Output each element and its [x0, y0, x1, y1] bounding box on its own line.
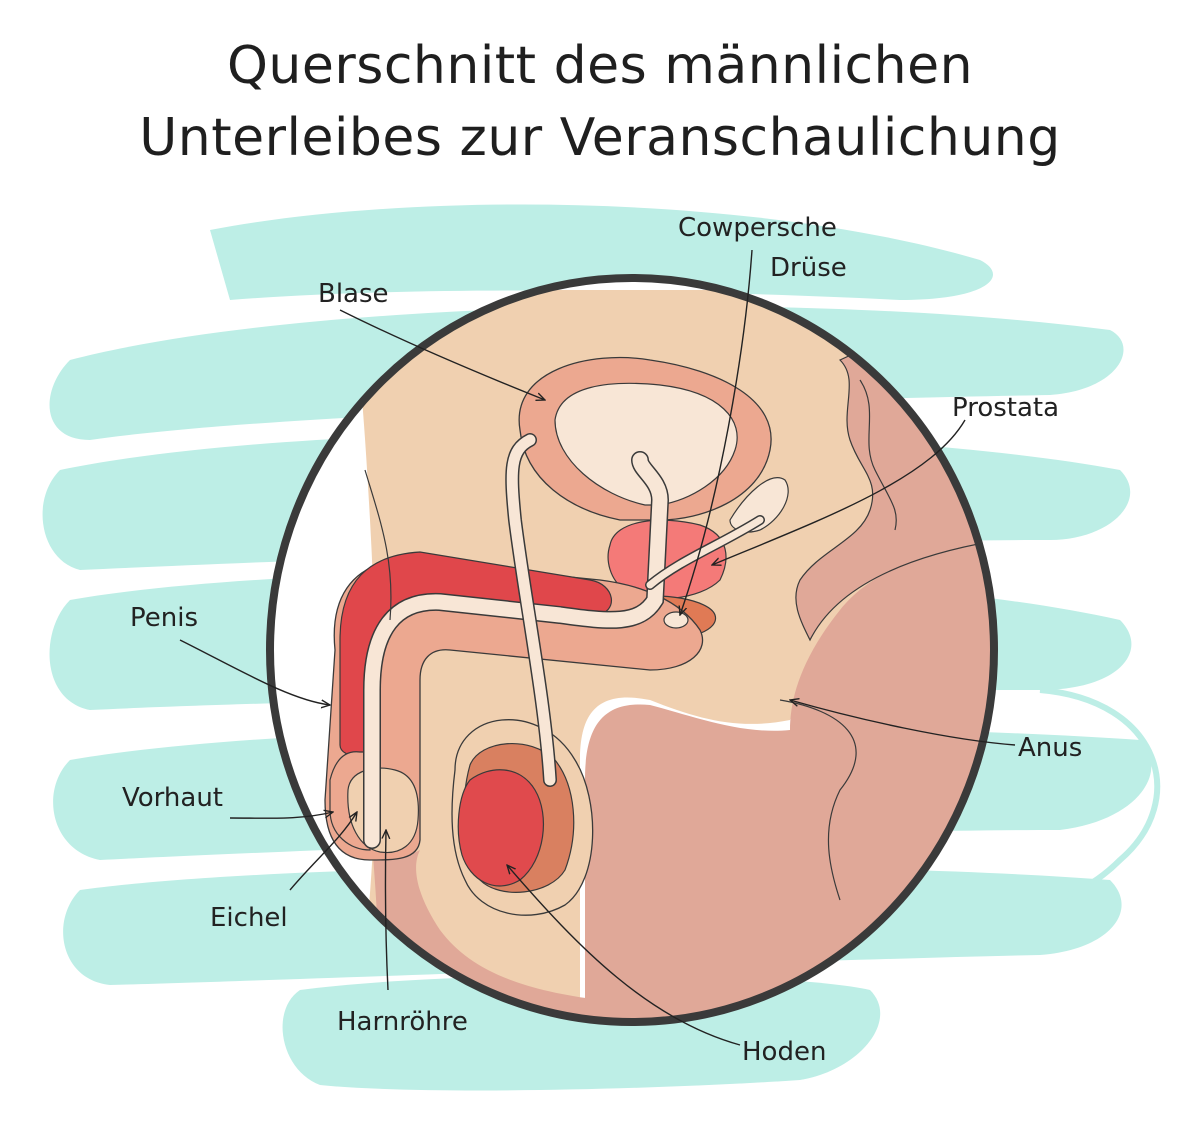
leader-eichel — [289, 812, 357, 891]
urethra — [364, 452, 668, 848]
leader-vorhaut — [229, 812, 333, 819]
label-vorhaut: Vorhaut — [122, 783, 223, 813]
page-title: Querschnitt des männlichen Unterleibes z… — [0, 30, 1200, 174]
title-line-2: Unterleibes zur Veranschaulichung — [139, 108, 1061, 168]
testis — [457, 769, 545, 887]
label-prostata: Prostata — [952, 393, 1059, 423]
label-eichel: Eichel — [210, 903, 288, 933]
title-line-1: Querschnitt des männlichen — [226, 36, 974, 96]
splash-swirl — [1009, 687, 1161, 908]
circle-outline — [266, 274, 998, 1026]
vas-deferens — [506, 434, 556, 786]
label-blase: Blase — [318, 279, 389, 309]
leader-prostata — [712, 419, 966, 565]
leader-lines — [179, 249, 1016, 1046]
cowper-gland — [663, 611, 689, 629]
leader-anus — [790, 700, 1016, 746]
label-hoden: Hoden — [742, 1037, 826, 1067]
leader-hoden — [507, 865, 741, 1046]
bladder-inside — [554, 382, 738, 506]
leader-cowpersche — [680, 249, 753, 615]
label-anus: Anus — [1018, 733, 1082, 763]
label-cowpersche-line2: Drüse — [770, 253, 847, 283]
leader-penis — [179, 639, 330, 705]
leader-harnroehre — [385, 830, 388, 991]
label-cowpersche-line1: Cowpersche — [678, 213, 837, 243]
cross-section — [324, 290, 994, 1022]
label-penis: Penis — [130, 603, 198, 633]
label-harnroehre: Harnröhre — [337, 1007, 468, 1037]
leader-blase — [339, 309, 545, 400]
